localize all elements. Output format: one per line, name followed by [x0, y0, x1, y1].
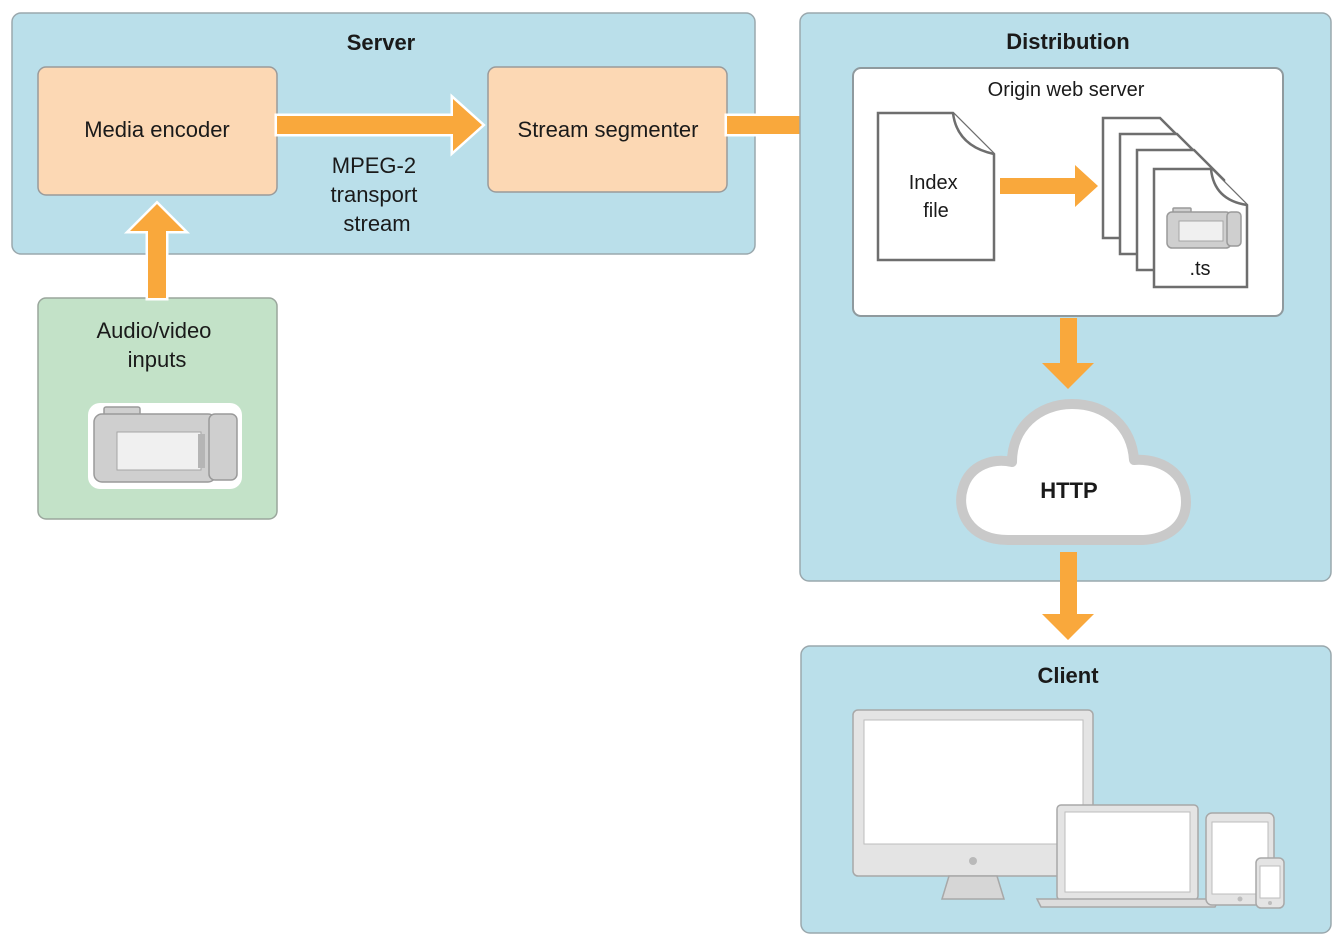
inputs-line-1: Audio/video — [96, 318, 211, 343]
desktop-monitor-icon — [852, 709, 1094, 900]
audio-video-inputs-node: Audio/video inputs — [37, 297, 278, 520]
transport-stream-line-1: MPEG-2 — [332, 153, 416, 178]
laptop-screen — [1064, 811, 1191, 893]
index-file-fold — [951, 112, 995, 156]
stream-segmenter-node: Stream segmenter — [487, 66, 728, 193]
client-title: Client — [1037, 663, 1099, 688]
origin-web-server-node: Origin web server Index file — [852, 67, 1284, 317]
http-cloud-icon: HTTP — [956, 399, 1191, 545]
server-title: Server — [347, 30, 416, 55]
ts-segment-files-icon: .ts — [1101, 116, 1249, 289]
video-camera-icon — [88, 403, 242, 489]
camera-screen — [116, 431, 202, 471]
ts-camera-lens — [1226, 211, 1242, 247]
arrow-encoder-to-segmenter — [274, 93, 486, 157]
distribution-region: Distribution Origin web server Index fil… — [799, 12, 1332, 582]
client-region: Client — [800, 645, 1332, 934]
phone-home-button — [1268, 901, 1272, 905]
arrow-inputs-to-encoder — [123, 200, 191, 301]
index-file-icon: Index file — [876, 111, 996, 262]
ts-segment-fold — [1209, 168, 1248, 207]
monitor-stand — [940, 875, 1006, 900]
transport-stream-label: MPEG-2 transport stream — [331, 153, 424, 236]
transport-stream-line-3: stream — [343, 211, 410, 236]
camera-lens — [208, 413, 238, 481]
distribution-title: Distribution — [1006, 29, 1129, 54]
inputs-line-2: inputs — [128, 347, 187, 372]
smartphone-icon — [1255, 857, 1285, 909]
http-label: HTTP — [1040, 478, 1097, 503]
arrow-origin-to-cloud — [1042, 318, 1094, 389]
index-file-page — [876, 111, 996, 262]
tablet-home-button — [1237, 896, 1243, 902]
ts-segment-label: .ts — [1189, 258, 1210, 280]
media-encoder-node: Media encoder — [37, 66, 278, 196]
ts-camera-screen — [1178, 220, 1224, 242]
arrow-index-to-segments — [1000, 165, 1098, 207]
monitor-logo — [969, 857, 977, 865]
laptop-base — [1035, 898, 1221, 908]
laptop-icon — [1035, 804, 1221, 908]
index-file-label: Index file — [909, 172, 964, 222]
media-encoder-label: Media encoder — [84, 117, 230, 142]
index-file-line-2: file — [923, 200, 949, 222]
arrow-cloud-to-client — [1042, 552, 1094, 640]
ts-camera-icon — [1166, 207, 1242, 249]
origin-web-server-label: Origin web server — [988, 79, 1145, 101]
camera-screen-hinge — [198, 434, 205, 468]
transport-stream-line-2: transport — [331, 182, 418, 207]
phone-screen — [1259, 865, 1281, 899]
cloud-shape — [956, 399, 1191, 545]
monitor-screen — [863, 719, 1084, 845]
stream-segmenter-label: Stream segmenter — [518, 117, 699, 142]
audio-video-inputs-label: Audio/video inputs — [96, 318, 217, 372]
index-file-line-1: Index — [909, 172, 958, 194]
